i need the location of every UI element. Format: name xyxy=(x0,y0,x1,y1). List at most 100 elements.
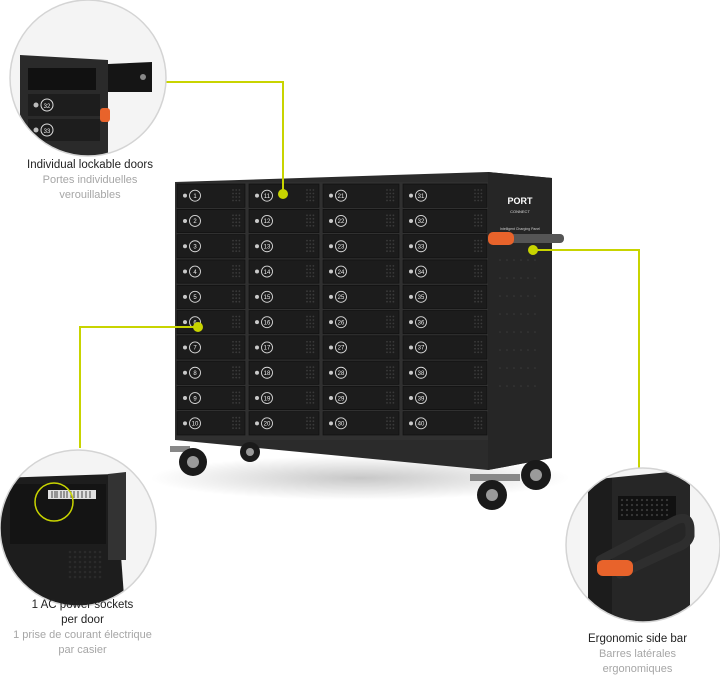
side-vent xyxy=(499,259,536,387)
door-lock-icon xyxy=(409,193,413,198)
door-lock-icon xyxy=(183,269,187,274)
zoom-door-number: 32 xyxy=(44,104,51,110)
locker-door: 26 xyxy=(322,310,400,335)
locker-door: 5 xyxy=(176,284,246,309)
caption-title: 1 AC power sockets xyxy=(31,599,134,611)
locker-door: 37 xyxy=(402,335,488,360)
door-number: 39 xyxy=(418,396,425,402)
door-number: 30 xyxy=(338,422,345,428)
locker-door: 38 xyxy=(402,360,488,385)
door-number: 40 xyxy=(418,422,425,428)
zoom-side-bar xyxy=(565,467,720,623)
locker-door: 28 xyxy=(322,360,400,385)
door-lock-icon xyxy=(255,345,259,350)
door-number: 36 xyxy=(418,320,425,326)
door-number: 16 xyxy=(264,320,271,326)
door-number: 38 xyxy=(418,371,425,377)
door-lock-icon xyxy=(255,218,259,223)
caption-subtitle: 1 prise de courant électrique xyxy=(13,629,152,641)
door-lock-icon xyxy=(183,421,187,426)
locker-door: 19 xyxy=(248,386,320,410)
door-lock-icon xyxy=(409,421,413,426)
door-lock-icon xyxy=(255,294,259,299)
door-number: 21 xyxy=(338,194,345,200)
zoom-power-socket xyxy=(0,449,157,607)
door-number: 37 xyxy=(418,346,425,352)
door-number: 33 xyxy=(418,244,425,250)
door-number: 9 xyxy=(193,396,197,402)
door-lock-icon xyxy=(329,370,333,375)
locker-door: 29 xyxy=(322,386,400,410)
door-lock-icon xyxy=(183,345,187,350)
door-number: 1 xyxy=(193,194,197,200)
door-lock-icon xyxy=(255,320,259,325)
door-lock-icon xyxy=(255,370,259,375)
locker-door: 14 xyxy=(248,259,320,284)
locker-door: 3 xyxy=(176,234,246,259)
door-number: 2 xyxy=(193,219,197,225)
callout-dots xyxy=(193,189,538,332)
locker-door: 40 xyxy=(402,411,488,436)
locker-door: 30 xyxy=(322,411,400,436)
locker-door: 33 xyxy=(402,234,488,259)
locker-door: 7 xyxy=(176,335,246,360)
locker-door: 22 xyxy=(322,209,400,233)
caption-power-sockets: 1 AC power sockets per door 1 prise de c… xyxy=(0,598,165,658)
door-number: 29 xyxy=(338,396,345,402)
door-number: 25 xyxy=(338,295,345,301)
locker-door: 27 xyxy=(322,335,400,360)
door-lock-icon xyxy=(409,269,413,274)
locker-door: 10 xyxy=(176,411,246,436)
locker-door: 36 xyxy=(402,310,488,335)
locker-door: 32 xyxy=(402,209,488,233)
brand-subtitle: CONNECT xyxy=(510,209,530,214)
locker-door: 24 xyxy=(322,259,400,284)
door-lock-icon xyxy=(255,421,259,426)
door-number: 23 xyxy=(338,244,345,250)
brand-label: Intelligent Charging Panel xyxy=(500,227,540,231)
locker-door: 13 xyxy=(248,234,320,259)
locker-door: 1 xyxy=(176,183,246,208)
door-lock-icon xyxy=(183,370,187,375)
door-number: 32 xyxy=(418,219,425,225)
callout-lines xyxy=(79,81,640,468)
door-lock-icon xyxy=(183,294,187,299)
caption-subtitle: Portes individuelles xyxy=(42,174,138,186)
door-number: 13 xyxy=(264,244,271,250)
zoom-door-number: 33 xyxy=(44,129,51,135)
caption-title: Individual lockable doors xyxy=(27,159,153,171)
door-lock-icon xyxy=(255,193,259,198)
caption-subtitle: verouillables xyxy=(59,189,121,201)
door-number: 34 xyxy=(418,270,425,276)
door-number: 20 xyxy=(264,422,271,428)
locker-door: 21 xyxy=(322,183,400,208)
locker-door: 39 xyxy=(402,386,488,410)
door-number: 14 xyxy=(264,270,271,276)
door-lock-icon xyxy=(409,345,413,350)
door-lock-icon xyxy=(329,218,333,223)
door-number: 5 xyxy=(193,295,197,301)
door-lock-icon xyxy=(409,244,413,249)
door-lock-icon xyxy=(409,294,413,299)
door-number: 27 xyxy=(338,346,345,352)
door-number: 8 xyxy=(193,371,197,377)
locker-door: 25 xyxy=(322,284,400,309)
door-lock-icon xyxy=(255,269,259,274)
door-lock-icon xyxy=(329,244,333,249)
door-number: 17 xyxy=(264,346,271,352)
locker-door: 4 xyxy=(176,259,246,284)
caption-subtitle: Barres latérales xyxy=(598,648,677,660)
caster-wheels xyxy=(170,442,551,510)
door-lock-icon xyxy=(329,396,333,401)
door-lock-icon xyxy=(409,218,413,223)
door-number: 35 xyxy=(418,295,425,301)
caption-lockable-doors: Individual lockable doors Portes individ… xyxy=(10,158,170,203)
caption-subtitle: par casier xyxy=(58,644,107,656)
caption-subtitle: ergonomiques xyxy=(602,663,673,675)
door-lock-icon xyxy=(409,370,413,375)
door-number: 7 xyxy=(193,346,197,352)
caption-side-bar: Ergonomic side bar Barres latérales ergo… xyxy=(555,632,720,677)
door-lock-icon xyxy=(183,320,187,325)
door-lock-icon xyxy=(183,218,187,223)
